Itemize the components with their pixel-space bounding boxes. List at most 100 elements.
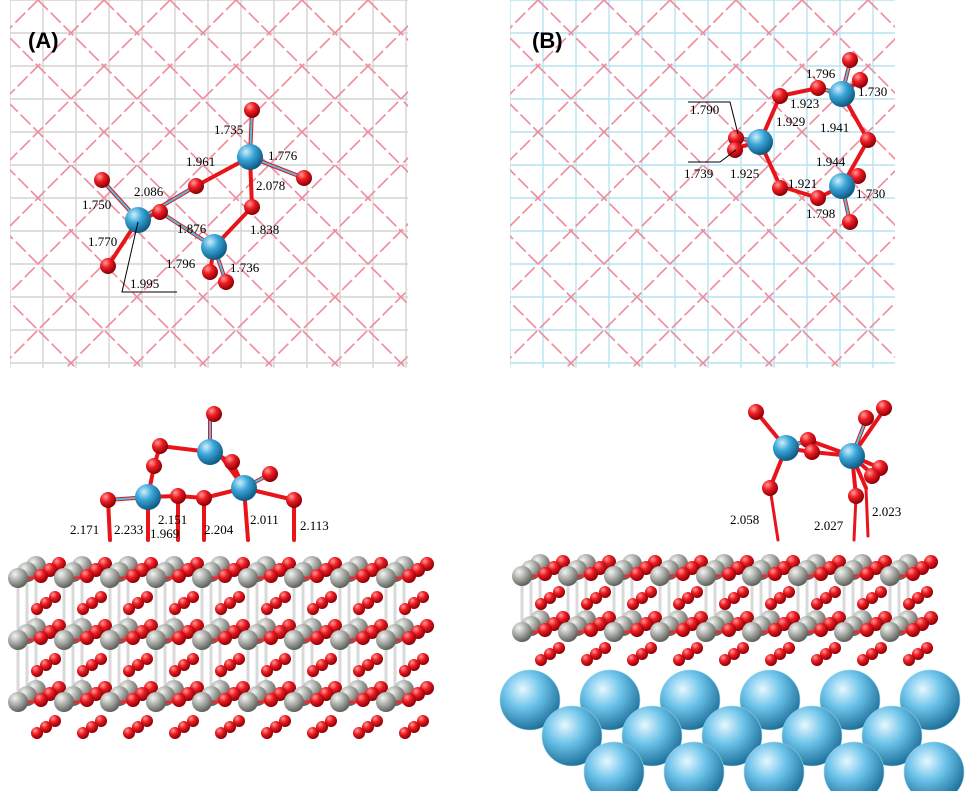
oxygen-atom: [215, 727, 227, 739]
oxygen-atom: [627, 654, 639, 666]
oxygen-atom: [307, 603, 319, 615]
oxygen-atom: [875, 642, 887, 654]
oxygen-atom: [921, 642, 933, 654]
oxygen-atom: [762, 480, 778, 496]
oxygen-atom: [811, 598, 823, 610]
bond-length-label: 1.750: [82, 197, 111, 212]
lattice-diagonal: [10, 102, 275, 368]
oxygen-atom: [783, 642, 795, 654]
oxygen-atom: [307, 727, 319, 739]
oxygen-atom: [866, 592, 878, 604]
oxygen-atom: [126, 631, 140, 645]
oxygen-atom: [310, 631, 324, 645]
panel-a-cluster-atoms: [94, 102, 312, 290]
panel-a-top-view: 1.735 1.776 1.961 2.078 2.086 1.750 1.87…: [10, 0, 408, 368]
bond-length-label: 1.961: [186, 154, 215, 169]
oxygen-atom: [402, 569, 416, 583]
lattice-diagonal: [510, 102, 775, 368]
oxygen-atom: [80, 693, 94, 707]
oxygen-atom: [218, 631, 232, 645]
support-cation-atom: [604, 566, 624, 586]
substrate-atom: [823, 741, 885, 791]
support-cation-atom: [238, 630, 258, 650]
oxygen-atom: [270, 597, 282, 609]
oxygen-atom: [244, 102, 260, 118]
oxygen-atom: [126, 569, 140, 583]
oxygen-atom: [356, 631, 370, 645]
oxygen-atom: [544, 648, 556, 660]
oxygen-atom: [224, 597, 236, 609]
oxygen-atom: [31, 603, 43, 615]
oxygen-atom: [636, 648, 648, 660]
oxygen-atom: [912, 648, 924, 660]
oxygen-atom: [316, 721, 328, 733]
oxygen-atom: [903, 654, 915, 666]
support-cation-atom: [788, 566, 808, 586]
bond-length-label: 1.925: [730, 166, 759, 181]
support-cation-atom: [834, 622, 854, 642]
support-cation-atom: [880, 622, 900, 642]
substrate-atom: [579, 669, 641, 731]
support-cation-atom: [376, 568, 396, 588]
oxygen-atom: [774, 648, 786, 660]
oxygen-atom: [599, 586, 611, 598]
oxygen-atom: [279, 591, 291, 603]
support-cation-atom: [54, 692, 74, 712]
oxygen-atom: [719, 654, 731, 666]
substrate-atom: [659, 669, 721, 731]
lattice-diagonal: [603, 0, 895, 293]
oxygen-atom: [215, 665, 227, 677]
lattice-diagonal: [631, 103, 895, 368]
lattice-diagonal: [510, 0, 869, 360]
bond-length-label: 1.929: [776, 114, 805, 129]
oxygen-atom: [553, 586, 565, 598]
lattice-diagonal: [697, 169, 895, 368]
support-cation-atom: [192, 630, 212, 650]
lattice-diagonal: [103, 0, 408, 306]
bond-length-label: 1.796: [806, 66, 836, 81]
support-cation-atom: [558, 566, 578, 586]
oxygen-atom: [218, 569, 232, 583]
oxygen-atom: [581, 598, 593, 610]
oxygen-atom: [270, 659, 282, 671]
oxygen-atom: [553, 642, 565, 654]
oxygen-atom: [270, 721, 282, 733]
oxygen-atom: [132, 721, 144, 733]
oxygen-atom: [875, 586, 887, 598]
oxygen-atom: [169, 727, 181, 739]
support-cation-atom: [512, 566, 532, 586]
lattice-diagonal: [10, 0, 39, 30]
oxygen-atom: [408, 659, 420, 671]
oxygen-atom: [820, 648, 832, 660]
oxygen-atom: [399, 727, 411, 739]
oxygen-atom: [772, 88, 788, 104]
oxygen-atom: [820, 592, 832, 604]
oxygen-atom: [49, 653, 61, 665]
oxygen-atom: [829, 586, 841, 598]
metal-atom: [829, 173, 855, 199]
panel-a-label: (A): [28, 28, 59, 53]
lattice-diagonal: [10, 0, 369, 360]
oxygen-atom: [80, 569, 94, 583]
oxygen-atom: [768, 567, 782, 581]
oxygen-atom: [86, 597, 98, 609]
oxygen-atom: [842, 214, 858, 230]
support-cation-atom: [742, 622, 762, 642]
oxygen-atom: [636, 592, 648, 604]
oxygen-atom: [279, 653, 291, 665]
lattice-diagonal: [10, 0, 303, 294]
substrate-atom: [541, 705, 603, 767]
oxygen-atom: [774, 592, 786, 604]
oxygen-atom: [581, 654, 593, 666]
oxygen-atom: [40, 721, 52, 733]
support-cation-atom: [100, 568, 120, 588]
oxygen-atom: [535, 654, 547, 666]
panel-b-top-view: 1.796 1.730 1.923 1.790 1.929 1.941 1.94…: [510, 0, 895, 368]
oxygen-atom: [40, 659, 52, 671]
support-cation-atom: [788, 622, 808, 642]
oxygen-atom: [94, 172, 110, 188]
support-cation-atom: [834, 566, 854, 586]
oxygen-atom: [362, 597, 374, 609]
oxygen-atom: [860, 567, 874, 581]
